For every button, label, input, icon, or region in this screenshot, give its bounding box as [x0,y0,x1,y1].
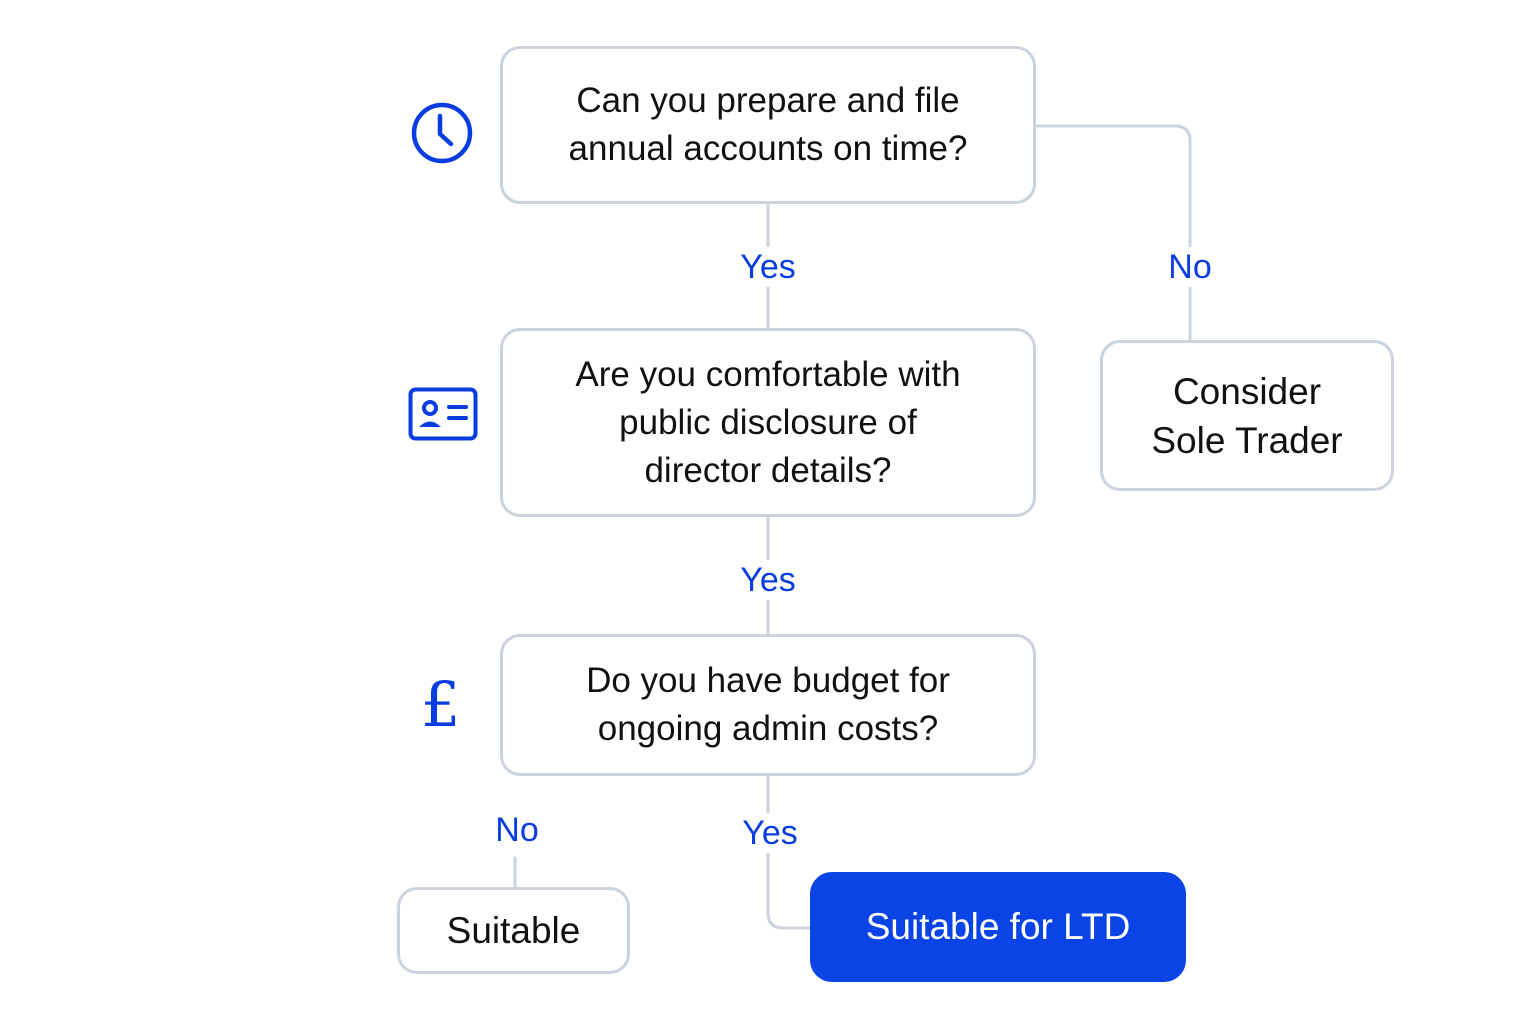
edge-label-q1-yes: Yes [734,247,802,287]
id-card-icon [408,387,478,441]
edge-q1-to-sole-trader [1034,124,1192,342]
outcome-suitable-for-ltd-text: Suitable for LTD [865,906,1131,947]
edge-label-q3-no: No [489,810,545,850]
edge-label-q1-no: No [1162,247,1218,287]
pound-icon: £ [421,668,461,741]
outcome-suitable-for-ltd: Suitable for LTD [810,872,1186,982]
edge-label-q2-yes: Yes [734,560,802,600]
outcome-suitable-text: Suitable [446,910,581,951]
edge-label-q3-yes: Yes [736,813,804,853]
clock-icon [410,101,474,165]
edge-q3-to-ltd [766,774,812,930]
outcome-suitable: Suitable [397,887,630,974]
